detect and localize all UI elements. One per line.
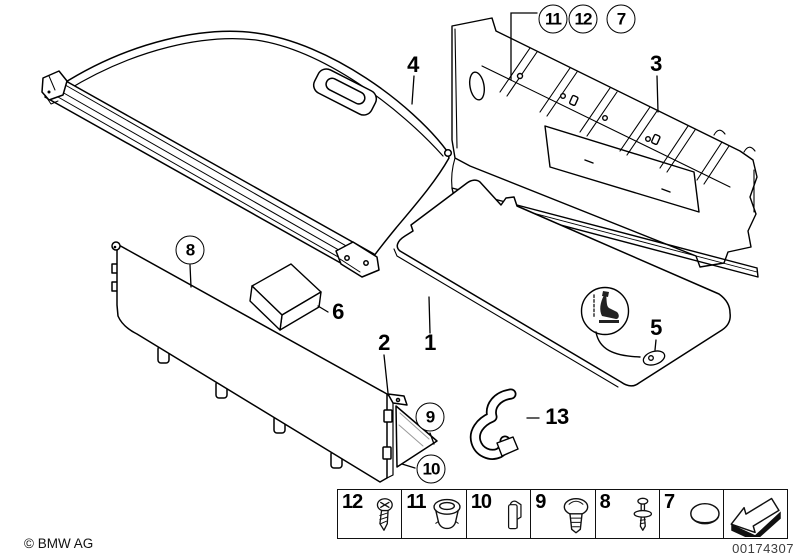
callout-circle-7[interactable]: 7 xyxy=(606,4,636,34)
legend-cell-10[interactable]: 10 xyxy=(465,489,532,539)
legend-cell-11[interactable]: 11 xyxy=(401,489,468,539)
cargo-cover-drawing xyxy=(41,30,453,278)
leader-line-9 xyxy=(429,432,435,445)
hook-foot xyxy=(496,436,519,457)
legend-number: 12 xyxy=(342,491,363,513)
legend-cell-8[interactable]: 8 xyxy=(594,489,661,539)
flange-edge-line xyxy=(454,28,458,149)
panel-sill-strip xyxy=(451,187,759,278)
panel-thickness-edge xyxy=(386,393,394,479)
legend-cell-arrow[interactable] xyxy=(723,489,789,539)
mat-edge-thickness xyxy=(393,248,619,388)
grommet-icon xyxy=(433,498,462,530)
trunk-floor-trim-drawing xyxy=(393,179,731,388)
rear-trim-panel-drawing xyxy=(451,17,759,278)
blind-plug-icon xyxy=(690,502,720,525)
leader-lines xyxy=(189,12,659,469)
recess-clips xyxy=(584,159,671,193)
callout-circle-8[interactable]: 8 xyxy=(175,235,205,265)
legend-cell-7[interactable]: 7 xyxy=(659,489,726,539)
callout-circle-11[interactable]: 11 xyxy=(538,4,568,34)
legend-number: 7 xyxy=(664,491,675,513)
diagram-image-number: 00174307 xyxy=(732,541,794,556)
panel-hook-tabs xyxy=(713,129,756,153)
roller-bar-lines xyxy=(50,81,370,271)
leader-line-11 xyxy=(510,12,538,81)
rivet-nut-icon xyxy=(563,497,589,534)
leader-line-6 xyxy=(317,305,329,313)
sheet-metal-clip-icon xyxy=(507,500,522,530)
expansion-rivet-icon xyxy=(633,497,652,531)
cover-handle xyxy=(312,68,378,116)
callout-5[interactable]: 5 xyxy=(650,315,662,340)
panel-recess xyxy=(544,125,700,213)
leader-line-4 xyxy=(411,75,415,105)
callout-3[interactable]: 3 xyxy=(650,51,662,76)
callout-1[interactable]: 1 xyxy=(424,330,436,355)
callout-2[interactable]: 2 xyxy=(378,330,390,355)
legend-number: 9 xyxy=(535,491,546,513)
callout-circle-12[interactable]: 12 xyxy=(568,4,598,34)
callout-13[interactable]: 13 xyxy=(545,404,569,429)
tapping-screw-icon xyxy=(376,498,393,531)
grommet-drawing xyxy=(642,350,666,366)
callout-6[interactable]: 6 xyxy=(332,299,344,324)
flange-oval-hole xyxy=(468,71,486,101)
callout-circle-9[interactable]: 9 xyxy=(415,402,445,432)
legend-number: 10 xyxy=(470,491,492,513)
callout-4[interactable]: 4 xyxy=(407,52,419,77)
rib-band-line xyxy=(481,65,731,188)
leader-line-2 xyxy=(383,354,389,394)
partition-trim-drawing xyxy=(111,241,438,483)
bracket-top-plate xyxy=(387,393,408,406)
direction-arrow-icon xyxy=(730,497,781,537)
leader-line-3 xyxy=(656,75,659,113)
fastener-legend: 12 11 10 9 xyxy=(337,489,789,539)
leader-line-8 xyxy=(189,264,192,288)
legend-number: 8 xyxy=(599,491,611,513)
foam-insert-drawing xyxy=(249,263,322,331)
bmw-copyright: © BMW AG xyxy=(24,536,94,551)
child-seat-icon xyxy=(599,291,619,323)
legend-number: 11 xyxy=(406,491,426,513)
leader-line-10 xyxy=(401,463,416,469)
leader-line-1 xyxy=(428,296,431,334)
callout-circle-10[interactable]: 10 xyxy=(416,454,446,484)
roller-end-bracket xyxy=(335,241,380,278)
hook-drawing xyxy=(469,388,519,460)
legend-cell-9[interactable]: 9 xyxy=(530,489,597,539)
leader-line-5 xyxy=(654,339,657,351)
legend-cell-12[interactable]: 12 xyxy=(337,489,403,539)
corner-hook-detail xyxy=(111,241,121,251)
balloon-tail xyxy=(595,331,641,358)
cover-inner-arc xyxy=(65,38,444,157)
